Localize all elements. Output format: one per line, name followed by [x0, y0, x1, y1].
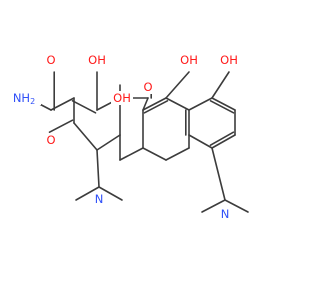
bond — [209, 100, 235, 114]
bond — [211, 97, 236, 111]
bond — [119, 147, 144, 161]
bond — [211, 134, 236, 149]
structure-canvas: NH2 O OH OH O OH OH O N N — [13, 53, 249, 221]
bond — [188, 134, 213, 149]
bond-layer — [27, 71, 249, 213]
c7-dimethylamino-nitrogen-label: N — [221, 207, 230, 221]
c4-dimethylamino-nitrogen-label: N — [95, 192, 104, 206]
c12a-hydroxyl-label: OH — [113, 91, 131, 105]
c10a-hydroxyl-label: OH — [180, 53, 198, 67]
c1-hydroxyl-label: OH — [88, 53, 106, 67]
molecule-diagram: NH2 O OH OH O OH OH O N N — [13, 53, 249, 221]
bond — [142, 97, 167, 111]
bond — [165, 97, 190, 111]
c11-ketone-label: O — [143, 80, 152, 94]
bond — [142, 147, 167, 161]
c9-hydroxyl-label: OH — [220, 53, 238, 67]
bond — [211, 147, 226, 201]
bond — [73, 122, 98, 151]
bond — [211, 71, 230, 99]
amide-nh2-label: NH2 — [13, 91, 35, 106]
bond — [165, 71, 190, 99]
bond — [209, 131, 235, 147]
bond — [224, 199, 249, 213]
atom-labels: NH2 O OH OH O OH OH O N N — [13, 53, 240, 221]
bond — [201, 199, 226, 213]
bond — [75, 186, 100, 201]
amide-oxygen-label: O — [46, 53, 55, 67]
bond — [142, 97, 149, 111]
bond — [165, 147, 190, 161]
c3-ketone-label: O — [46, 133, 55, 147]
bond — [48, 119, 74, 133]
bond — [98, 186, 123, 201]
bond — [96, 149, 100, 188]
bond — [188, 97, 213, 111]
bond — [71, 100, 97, 114]
bond — [96, 134, 121, 151]
bond — [143, 100, 169, 114]
